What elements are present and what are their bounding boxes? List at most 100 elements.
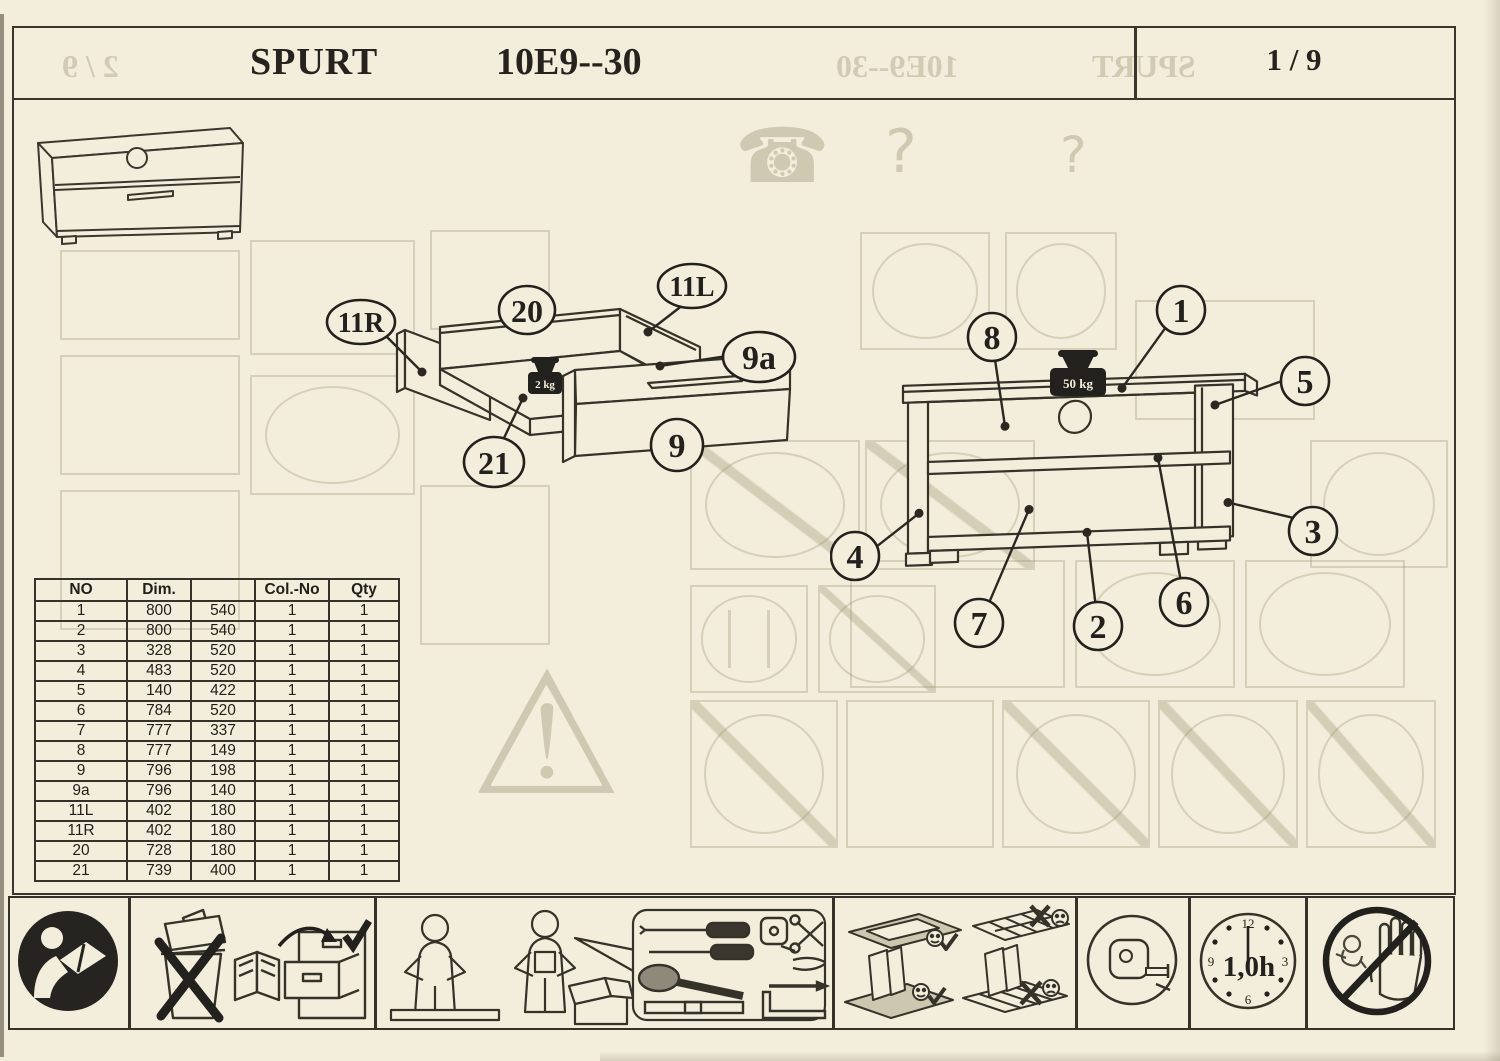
table-cell: 1 [254, 640, 330, 662]
scan-edge-right [1484, 0, 1500, 1061]
drawer-handle [646, 374, 744, 390]
callout-4: 4 [830, 530, 881, 582]
table-cell: 483 [126, 660, 192, 682]
table-cell: 1 [254, 760, 330, 782]
product-name: SPURT [250, 41, 379, 83]
svg-text:7: 7 [971, 606, 988, 643]
cable-hole [1057, 399, 1093, 434]
table-cell: 800 [126, 600, 192, 622]
svg-text:3: 3 [1282, 954, 1289, 969]
table-cell: 1 [254, 840, 330, 862]
table-cell: 140 [190, 780, 256, 802]
workers-and-tools-icon [389, 908, 831, 1026]
table-cell: 400 [190, 860, 256, 882]
callout-9a: 9a [721, 330, 797, 384]
svg-text:20: 20 [511, 293, 543, 329]
table-cell: 739 [126, 860, 192, 882]
cable-hole [126, 147, 148, 169]
svg-text:3: 3 [1305, 514, 1322, 551]
table-cell: 402 [126, 800, 192, 822]
svg-text:9: 9 [669, 428, 686, 465]
svg-text:8: 8 [984, 320, 1001, 357]
table-cell: 1 [328, 720, 400, 742]
table-cell: 784 [126, 700, 192, 722]
callout-3: 3 [1287, 505, 1339, 557]
table-cell: 540 [190, 620, 256, 642]
callout-11R: 11R [325, 298, 397, 346]
tape-measure-cell [1078, 898, 1191, 1028]
table-cell: 1 [254, 680, 330, 702]
model-code: 10E9--30 [496, 41, 642, 83]
cross-mark [154, 933, 226, 1023]
callout-7: 7 [953, 597, 1005, 649]
table-cell: 7 [34, 720, 128, 742]
drawer-diagram: 2 kg 11R 20 11L 9a 9 21 [325, 262, 797, 489]
part-left-side [906, 400, 930, 555]
callout-1: 1 [1155, 284, 1207, 336]
table-cell: 180 [190, 800, 256, 822]
check-mark [342, 919, 372, 954]
svg-text:9: 9 [1208, 954, 1215, 969]
table-cell: 1 [328, 780, 400, 802]
callout-21: 21 [462, 435, 526, 489]
table-header-cell [190, 578, 256, 602]
table-cell: 1 [328, 800, 400, 822]
table-cell: 796 [126, 780, 192, 802]
max-load-2kg-icon: 2 kg [528, 357, 562, 394]
table-cell: 777 [126, 720, 192, 742]
part-2 [926, 525, 1232, 553]
table-cell: 4 [34, 660, 128, 682]
svg-text:4: 4 [847, 539, 864, 576]
svg-text:2: 2 [1090, 609, 1107, 646]
callout-11L: 11L [656, 262, 728, 310]
table-cell: 6 [34, 700, 128, 722]
callout-8: 8 [966, 311, 1018, 363]
svg-text:11L: 11L [669, 272, 714, 303]
table-cell: 1 [254, 600, 330, 622]
svg-text:11R: 11R [338, 308, 385, 339]
assembly-time-cell: 12 3 6 9 1,0h [1191, 898, 1308, 1028]
scan-edge-bottom [600, 1051, 1500, 1061]
do-not-discard-manual-icon [154, 908, 372, 1023]
table-cell: 1 [328, 620, 400, 642]
table-cell: 21 [34, 860, 128, 882]
table-cell: 180 [190, 820, 256, 842]
table-cell: 140 [126, 680, 192, 702]
pictogram-strip: 12 3 6 9 1,0h [8, 896, 1455, 1030]
svg-text:6: 6 [1245, 992, 1252, 1007]
table-cell: 9a [34, 780, 128, 802]
page-indicator: 1 / 9 [1266, 42, 1322, 77]
table-cell: 8 [34, 740, 128, 762]
table-cell: 728 [126, 840, 192, 862]
table-cell: 1 [328, 640, 400, 662]
table-cell: 149 [190, 740, 256, 762]
callout-6: 6 [1158, 576, 1210, 628]
drawer-handle [127, 190, 174, 201]
callout-2: 2 [1072, 600, 1124, 652]
table-cell: 2 [34, 620, 128, 642]
table-cell: 11R [34, 820, 128, 842]
svg-text:6: 6 [1176, 585, 1193, 622]
table-cell: 9 [34, 760, 128, 782]
svg-text:12: 12 [1242, 916, 1255, 931]
table-header-cell: Dim. [126, 578, 192, 602]
table-cell: 800 [126, 620, 192, 642]
table-cell: 11L [34, 800, 128, 822]
table-cell: 1 [254, 780, 330, 802]
table-cell: 520 [190, 640, 256, 662]
table-cell: 1 [254, 800, 330, 822]
table-cell: 1 [328, 660, 400, 682]
table-cell: 1 [328, 760, 400, 782]
